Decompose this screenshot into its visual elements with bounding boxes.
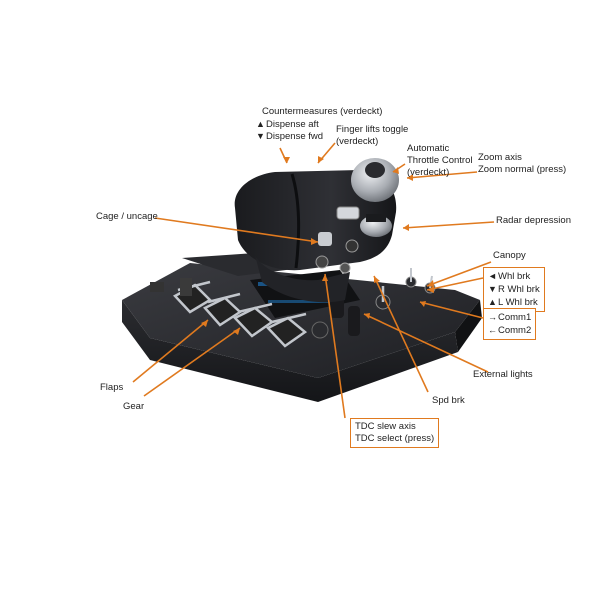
finger-lifts-label: Finger lifts toggle (verdeckt) (336, 124, 409, 147)
external-lights-label: External lights (473, 369, 533, 380)
gear-label: Gear (123, 401, 145, 412)
right-arrow-icon: → (488, 312, 497, 322)
radar-knob (360, 214, 392, 237)
leader-arrowheads (201, 156, 434, 335)
left-arrow-icon: ◄ (488, 271, 497, 281)
left-arrow-icon: ← (488, 325, 497, 335)
spd-brk-label: Spd brk (432, 395, 465, 406)
down-arrow-icon: ▼ (488, 284, 497, 294)
radar-depression-label: Radar depression (496, 215, 571, 226)
base-unit (122, 250, 482, 402)
up-arrow-icon: ▲ (256, 119, 265, 129)
panel-toggles-left (172, 280, 308, 348)
dispense-aft-label: ▲Dispense aft (256, 119, 319, 130)
countermeasures-label: Countermeasures (verdeckt) (262, 106, 383, 117)
zoom-label: Zoom axis Zoom normal (press) (478, 152, 567, 175)
comm-box: →Comm1 ←Comm2 (483, 308, 537, 340)
throttle-handle (234, 170, 397, 303)
panel-knob-left (150, 278, 192, 296)
auto-throttle-label: Automatic Throttle Control (verdeckt) (407, 143, 473, 178)
down-arrow-icon: ▼ (256, 131, 265, 141)
up-arrow-icon: ▲ (488, 297, 497, 307)
tdc-box: TDC slew axis TDC select (press) (350, 418, 440, 448)
wheel-brake-box: ◄Whl brk ▼R Whl brk ▲L Whl brk (483, 267, 545, 312)
zoom-knob (351, 158, 399, 202)
canopy-label: Canopy (493, 250, 526, 261)
leader-lines (132, 142, 495, 419)
flaps-label: Flaps (100, 382, 124, 393)
dispense-fwd-label: ▼Dispense fwd (256, 131, 324, 142)
cage-uncage-label: Cage / uncage (96, 211, 158, 222)
